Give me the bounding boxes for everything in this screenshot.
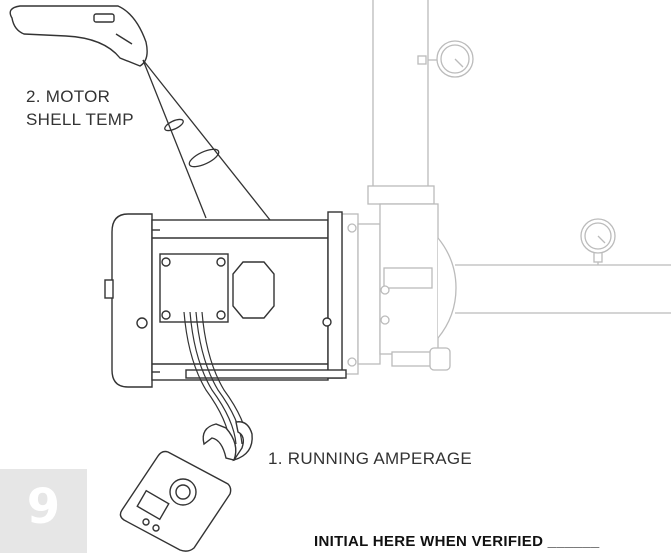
piping — [367, 0, 671, 314]
step-number-badge: 9 — [0, 469, 87, 553]
initial-here-field[interactable]: INITIAL HERE WHEN VERIFIED ______ — [314, 533, 600, 550]
running-amperage-label: 1. RUNNING AMPERAGE — [268, 449, 473, 468]
motor — [104, 211, 347, 388]
pressure-gauge-icon — [580, 218, 616, 265]
motor-shell-temp-label-line2: SHELL TEMP — [26, 110, 134, 129]
motor-shell-temp-label-line1: 2. MOTOR — [26, 87, 111, 106]
pressure-gauge-icon — [417, 40, 474, 78]
pump — [341, 203, 457, 375]
ir-beam — [142, 59, 271, 221]
clamp-meter-icon — [119, 421, 253, 552]
step-number: 9 — [26, 479, 61, 535]
infrared-thermometer-icon — [9, 5, 148, 67]
